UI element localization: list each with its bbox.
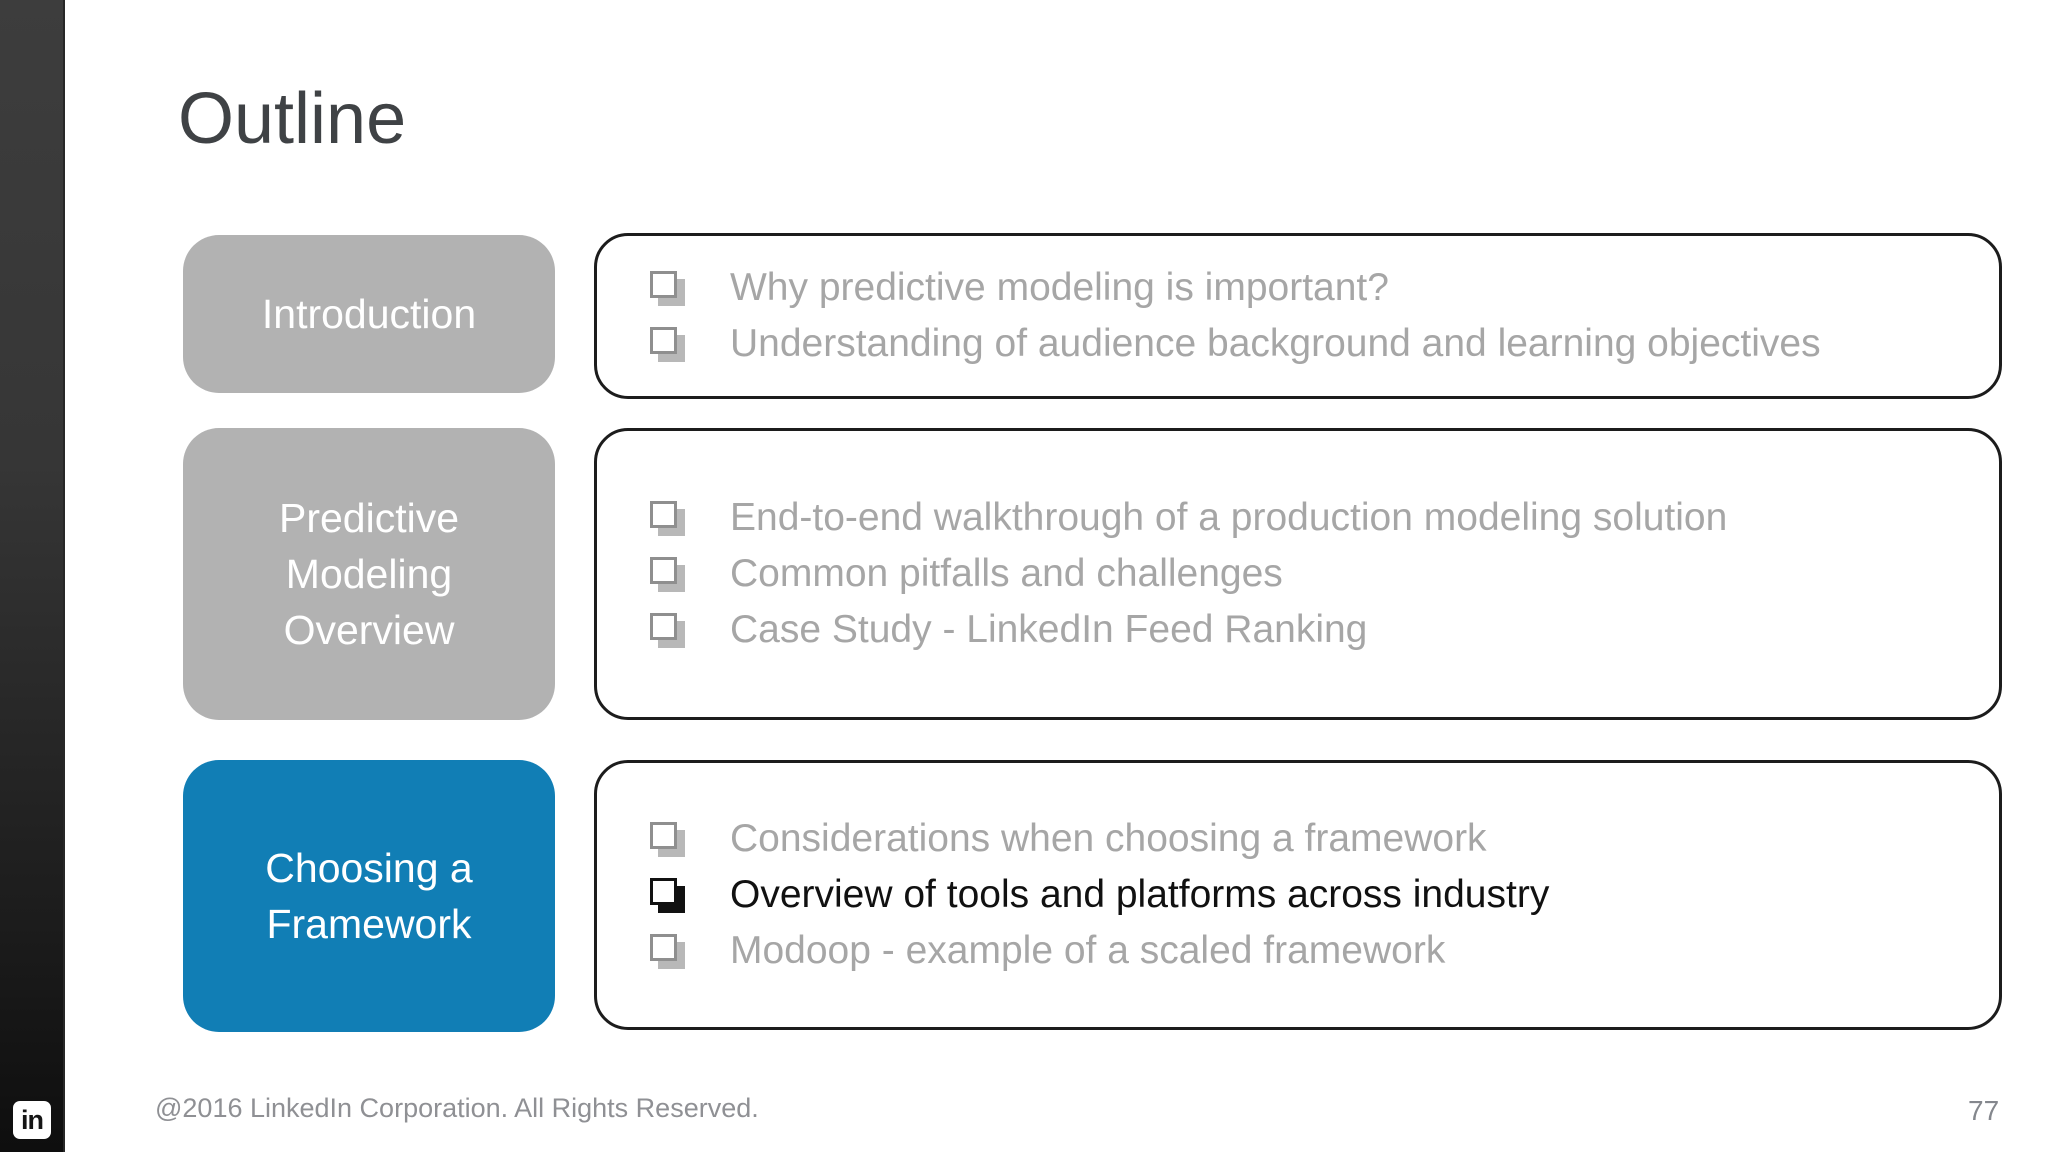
outline-item-text: Case Study - LinkedIn Feed Ranking xyxy=(730,608,1368,651)
section-box-introduction[interactable]: Introduction xyxy=(183,235,555,393)
checkbox-bullet-icon xyxy=(650,821,677,849)
section-panel-predictive-modeling-overview: End-to-end walkthrough of a production m… xyxy=(594,428,2002,720)
outline-item: Common pitfalls and challenges xyxy=(647,546,1999,602)
left-dark-strip: in xyxy=(0,0,65,1152)
outline-item-text: End-to-end walkthrough of a production m… xyxy=(730,496,1728,539)
outline-item: Overview of tools and platforms across i… xyxy=(647,867,1999,923)
copyright-text: @2016 LinkedIn Corporation. All Rights R… xyxy=(155,1093,759,1123)
checkbox-bullet-icon xyxy=(650,270,677,298)
outline-item-text: Why predictive modeling is important? xyxy=(730,266,1389,309)
outline-item-text: Understanding of audience background and… xyxy=(730,322,1821,365)
section-panel-choosing-a-framework: Considerations when choosing a framework… xyxy=(594,760,2002,1030)
outline-item-text: Modoop - example of a scaled framework xyxy=(730,929,1446,972)
section-label: Choosing a Framework xyxy=(265,845,473,947)
section-box-predictive-modeling-overview[interactable]: Predictive Modeling Overview xyxy=(183,428,555,720)
bullet-list: Why predictive modeling is important? Un… xyxy=(647,260,1999,372)
checkbox-bullet-icon xyxy=(650,877,677,905)
outline-item: End-to-end walkthrough of a production m… xyxy=(647,490,1999,546)
outline-item: Why predictive modeling is important? xyxy=(647,260,1999,316)
slide-title: Outline xyxy=(178,79,407,159)
checkbox-bullet-icon xyxy=(650,326,677,354)
linkedin-logo-icon: in xyxy=(13,1101,51,1139)
page-number: 77 xyxy=(1968,1095,2000,1126)
bullet-list: End-to-end walkthrough of a production m… xyxy=(647,490,1999,658)
section-box-choosing-a-framework[interactable]: Choosing a Framework xyxy=(183,760,555,1032)
outline-item: Case Study - LinkedIn Feed Ranking xyxy=(647,602,1999,658)
bullet-list: Considerations when choosing a framework… xyxy=(647,811,1999,979)
outline-item: Modoop - example of a scaled framework xyxy=(647,923,1999,979)
checkbox-bullet-icon xyxy=(650,612,677,640)
section-label: Predictive Modeling Overview xyxy=(278,495,459,653)
section-label: Introduction xyxy=(261,291,477,337)
checkbox-bullet-icon xyxy=(650,556,677,584)
outline-item: Considerations when choosing a framework xyxy=(647,811,1999,867)
outline-item-text: Common pitfalls and challenges xyxy=(730,552,1283,595)
checkbox-bullet-icon xyxy=(650,933,677,961)
outline-item: Understanding of audience background and… xyxy=(647,316,1999,372)
checkbox-bullet-icon xyxy=(650,500,677,528)
outline-item-text: Considerations when choosing a framework xyxy=(730,817,1487,860)
section-panel-introduction: Why predictive modeling is important? Un… xyxy=(594,233,2002,399)
outline-item-text: Overview of tools and platforms across i… xyxy=(730,873,1550,916)
